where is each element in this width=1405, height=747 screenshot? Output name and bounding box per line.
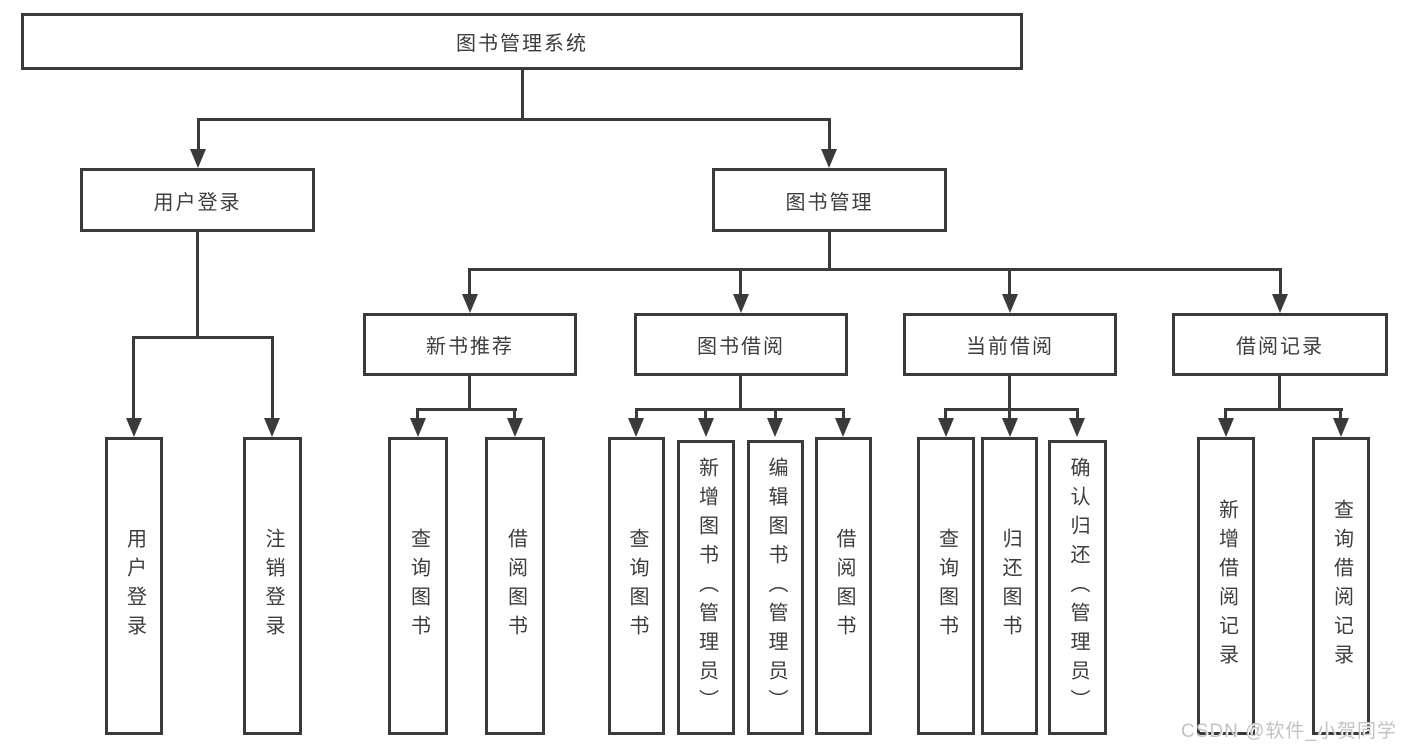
connector-vline [132, 336, 135, 420]
node-label: 当前借阅 [966, 336, 1054, 358]
connector-vline [1339, 408, 1342, 420]
arrowhead-down-icon [190, 149, 206, 168]
connector-vline [828, 232, 831, 271]
connector-vline [1278, 376, 1281, 411]
arrowhead-down-icon [767, 418, 783, 437]
arrowhead-down-icon [126, 418, 142, 437]
arrowhead-down-icon [938, 418, 954, 437]
node-label: 归还图书 [999, 528, 1021, 644]
node-user-login-group: 用户登录 [80, 168, 315, 232]
connector-vline [828, 118, 831, 152]
node-current-borrowing: 当前借阅 [903, 313, 1117, 376]
connector-vline [635, 408, 638, 420]
connector-hline [1224, 408, 1343, 411]
arrowhead-down-icon [1069, 418, 1085, 437]
node-library-management-system: 图书管理系统 [21, 13, 1023, 70]
node-label: 新增图书（管理员） [695, 457, 718, 718]
node-book-management: 图书管理 [712, 168, 947, 232]
connector-hline [468, 268, 1282, 271]
node-label: 注销登录 [262, 528, 284, 644]
arrowhead-down-icon [1333, 418, 1349, 437]
node-label: 图书管理系统 [456, 33, 588, 55]
node-label: 用户登录 [153, 191, 242, 214]
connector-vline [774, 408, 777, 420]
node-new-book-recommendation: 新书推荐 [363, 313, 577, 376]
node-cb-query-books: 查询图书 [917, 437, 975, 735]
node-label: 图书借阅 [697, 336, 785, 358]
connector-hline [197, 118, 831, 121]
connector-vline [521, 70, 524, 121]
arrowhead-down-icon [507, 418, 523, 437]
connector-vline [944, 408, 947, 420]
connector-vline [271, 336, 274, 420]
node-borrowing-records: 借阅记录 [1172, 313, 1388, 376]
node-br-query-record: 查询借阅记录 [1312, 437, 1370, 735]
connector-vline [196, 232, 199, 339]
connector-vline [842, 408, 845, 420]
connector-vline [468, 376, 471, 411]
node-bb-add-books-admin: 新增图书（管理员） [677, 440, 735, 735]
arrowhead-down-icon [821, 149, 837, 168]
node-bb-edit-books-admin: 编辑图书（管理员） [747, 440, 804, 735]
connector-vline [416, 408, 419, 420]
node-cb-return-books: 归还图书 [981, 437, 1038, 735]
node-bb-borrow-books: 借阅图书 [815, 437, 872, 735]
connector-vline [1008, 268, 1011, 296]
node-label: 确认归还（管理员） [1067, 457, 1089, 718]
node-label: 新书推荐 [426, 336, 514, 358]
connector-vline [704, 408, 707, 420]
connector-vline [1224, 408, 1227, 420]
arrowhead-down-icon [462, 294, 478, 313]
node-label: 查询借阅记录 [1330, 499, 1353, 673]
node-label: 借阅记录 [1236, 336, 1324, 358]
connector-hline [132, 336, 274, 339]
node-cb-confirm-return-admin: 确认归还（管理员） [1048, 440, 1107, 735]
node-bb-query-books: 查询图书 [608, 437, 665, 735]
node-label: 查询图书 [407, 528, 430, 644]
csdn-watermark: CSDN @软件_小贺同学 [1181, 721, 1397, 742]
arrowhead-down-icon [264, 418, 280, 437]
connector-vline [1008, 408, 1011, 420]
node-label: 新增借阅记录 [1215, 499, 1238, 673]
node-user-login: 用户登录 [105, 437, 163, 735]
connector-vline [468, 268, 471, 296]
arrowhead-down-icon [1002, 294, 1018, 313]
node-label: 借阅图书 [504, 528, 527, 644]
node-label: 查询图书 [626, 528, 648, 644]
node-logout: 注销登录 [243, 437, 302, 735]
arrowhead-down-icon [628, 418, 644, 437]
connector-vline [1008, 376, 1011, 411]
connector-vline [739, 376, 742, 411]
node-label: 借阅图书 [833, 528, 855, 644]
node-br-add-record: 新增借阅记录 [1197, 437, 1255, 735]
node-label: 图书管理 [785, 191, 874, 214]
connector-vline [197, 118, 200, 152]
connector-hline [635, 408, 845, 411]
connector-vline [1076, 408, 1079, 420]
arrowhead-down-icon [410, 418, 426, 437]
connector-vline [1279, 268, 1282, 296]
connector-hline [416, 408, 517, 411]
node-rec-borrow-books: 借阅图书 [485, 437, 545, 735]
node-label: 用户登录 [123, 528, 146, 644]
arrowhead-down-icon [835, 418, 851, 437]
arrowhead-down-icon [1272, 294, 1288, 313]
connector-hline [944, 408, 1079, 411]
arrowhead-down-icon [1002, 418, 1018, 437]
arrowhead-down-icon [698, 418, 714, 437]
connector-vline [513, 408, 516, 420]
arrowhead-down-icon [733, 294, 749, 313]
node-rec-query-books: 查询图书 [388, 437, 448, 735]
node-label: 查询图书 [935, 528, 958, 644]
node-book-borrowing: 图书借阅 [634, 313, 848, 376]
arrowhead-down-icon [1218, 418, 1234, 437]
node-label: 编辑图书（管理员） [765, 457, 787, 718]
connector-vline [739, 268, 742, 296]
